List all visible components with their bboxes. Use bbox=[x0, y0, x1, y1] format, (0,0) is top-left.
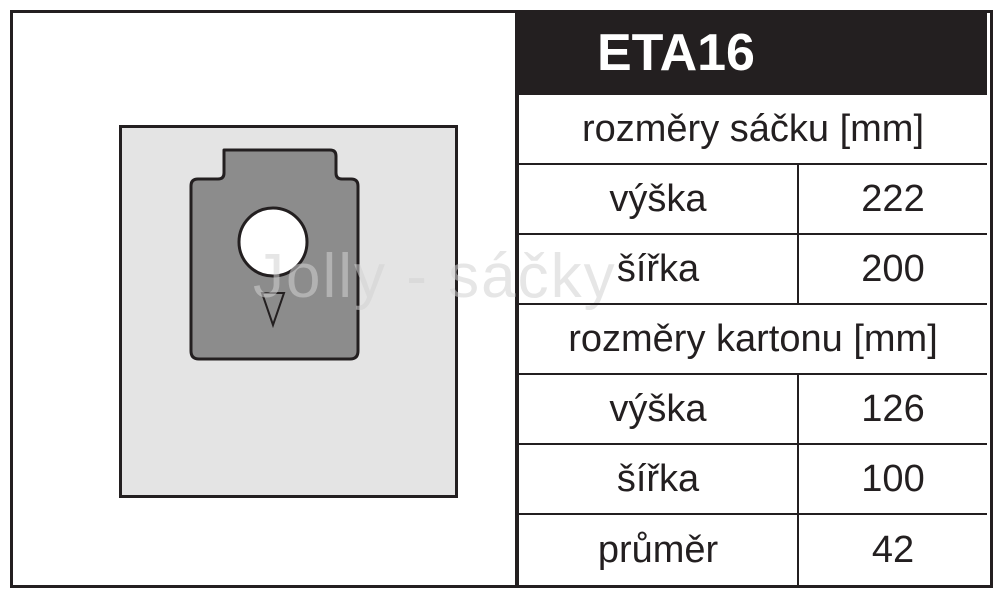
row-label: průměr bbox=[519, 515, 799, 585]
bag-drawing bbox=[189, 148, 360, 361]
row-label: šířka bbox=[519, 445, 799, 513]
section-title: rozměry sáčku [mm] bbox=[581, 107, 925, 150]
table-row: výška 126 bbox=[519, 373, 987, 443]
spec-table: ETA16 rozměry sáčku [mm] výška 222 šířka… bbox=[519, 13, 987, 585]
row-value: 200 bbox=[861, 247, 925, 290]
row-label: výška bbox=[519, 375, 799, 443]
table-row: výška 222 bbox=[519, 163, 987, 233]
bag-illustration: Jolly - sáčky bbox=[13, 13, 615, 585]
bag-opening-icon bbox=[237, 206, 309, 278]
row-value: 222 bbox=[861, 177, 925, 220]
row-label: výška bbox=[519, 165, 799, 233]
row-value: 100 bbox=[861, 457, 925, 500]
product-code: ETA16 bbox=[519, 13, 987, 93]
triangle-down-icon bbox=[260, 292, 286, 329]
row-value: 42 bbox=[871, 528, 915, 571]
watermark: Jolly - sáčky bbox=[253, 242, 617, 311]
outer-frame bbox=[10, 10, 993, 588]
table-row: šířka 100 bbox=[519, 443, 987, 513]
section-title: rozměry kartonu [mm] bbox=[568, 317, 938, 360]
table-row: šířka 200 bbox=[519, 233, 987, 303]
section-title-bag: rozměry sáčku [mm] bbox=[519, 93, 987, 163]
column-divider bbox=[515, 10, 519, 588]
row-value: 126 bbox=[861, 387, 925, 430]
section-title-carton: rozměry kartonu [mm] bbox=[519, 303, 987, 373]
row-label: šířka bbox=[519, 235, 799, 303]
table-row: průměr 42 bbox=[519, 513, 987, 585]
